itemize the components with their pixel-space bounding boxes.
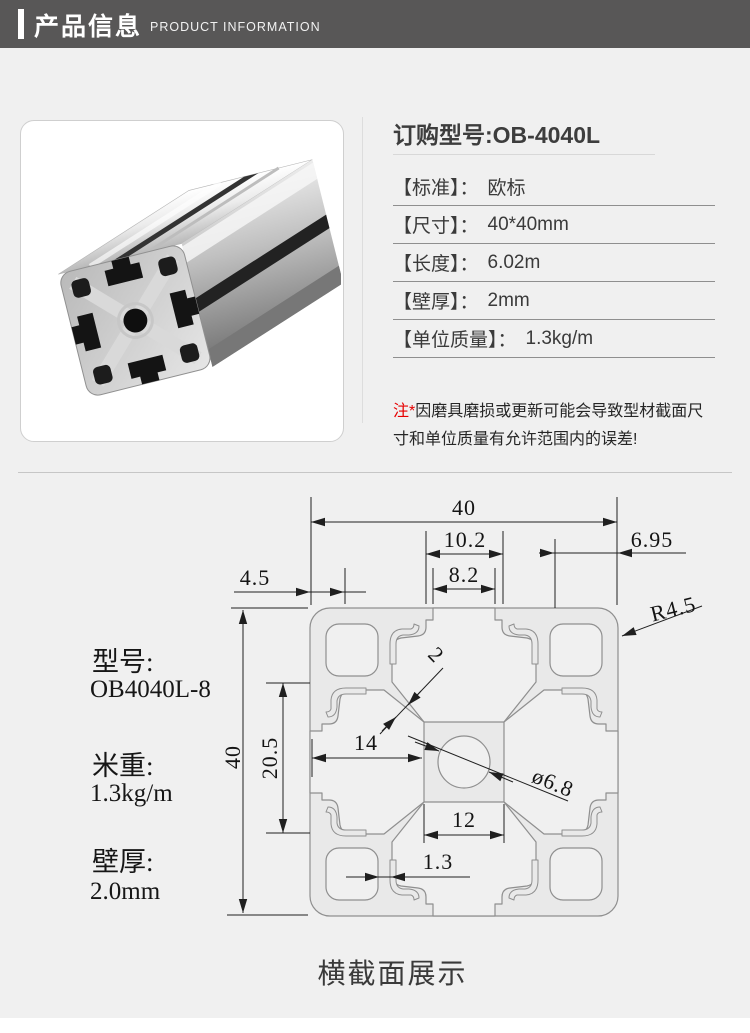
spec-value: 2mm <box>487 289 530 311</box>
spec-row-size: 【尺寸】： 40*40mm <box>393 206 715 244</box>
header-accent-bar <box>18 9 24 39</box>
spec-term: 【壁厚】： <box>393 292 479 313</box>
note-prefix: 注* <box>393 403 416 420</box>
spec-value: 6.02m <box>487 251 541 273</box>
spec-row-length: 【长度】： 6.02m <box>393 244 715 282</box>
order-model: 订购型号:OB-4040L <box>393 122 601 148</box>
profile-outline <box>309 607 619 917</box>
dim-rib: 1.3 <box>423 849 454 874</box>
dim-lip: 4.5 <box>240 565 271 590</box>
dim-hub: 12 <box>452 807 476 832</box>
spec-list: 【标准】： 欧标 【尺寸】： 40*40mm 【长度】： 6.02m 【壁厚】：… <box>393 168 715 358</box>
spec-term: 【长度】： <box>393 254 479 275</box>
wall-label: 壁厚: <box>92 847 154 877</box>
spec-value: 40*40mm <box>487 213 569 235</box>
section-caption: 横截面展示 <box>317 958 468 989</box>
model-label: 型号: <box>92 647 154 677</box>
page-subtitle: PRODUCT INFORMATION <box>150 20 321 34</box>
spec-term: 【单位质量】： <box>393 330 517 351</box>
dim-slot-mouth: 8.2 <box>449 562 480 587</box>
weight-value: 1.3kg/m <box>90 780 173 807</box>
page-title: 产品信息 <box>34 13 143 41</box>
product-photo-card <box>20 120 344 442</box>
wall-value: 2.0mm <box>90 878 161 905</box>
spec-term: 【标准】： <box>393 178 479 199</box>
dim-slot-outer: 10.2 <box>444 527 487 552</box>
dim-corner: 6.95 <box>631 527 674 552</box>
spec-row-wall: 【壁厚】： 2mm <box>393 282 715 320</box>
dimension-lines <box>227 497 703 916</box>
spec-row-standard: 【标准】： 欧标 <box>393 168 715 206</box>
dim-width-top: 40 <box>452 495 476 520</box>
dim-height-left: 40 <box>220 745 245 769</box>
model-value: OB4040L-8 <box>90 676 211 703</box>
bottom-strip <box>0 1018 750 1033</box>
extrusion-render <box>58 159 343 396</box>
weight-label: 米重: <box>92 751 154 781</box>
disclaimer-note: 注*因磨具磨损或更新可能会导致型材截面尺寸和单位质量有允许范围内的误差! <box>393 398 717 454</box>
spec-row-unit-mass: 【单位质量】： 1.3kg/m <box>393 320 715 358</box>
spec-term: 【尺寸】： <box>393 216 479 237</box>
section-divider <box>18 472 732 473</box>
dim-web: 14 <box>354 730 378 755</box>
note-text: 因磨具磨损或更新可能会导致型材截面尺寸和单位质量有允许范围内的误差! <box>393 403 704 448</box>
vertical-divider <box>362 117 363 423</box>
dim-radius: R4.5 <box>648 591 699 626</box>
spec-value: 欧标 <box>487 178 526 199</box>
title-divider <box>393 154 655 155</box>
dim-slot-span: 20.5 <box>257 737 282 780</box>
product-photo <box>58 159 343 396</box>
header-bar: 产品信息 PRODUCT INFORMATION <box>0 0 750 48</box>
spec-value: 1.3kg/m <box>525 327 594 349</box>
